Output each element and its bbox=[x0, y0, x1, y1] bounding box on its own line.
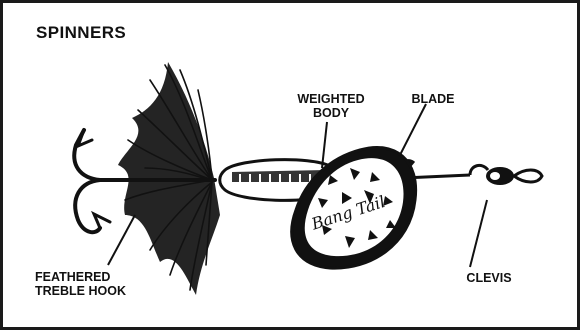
blade-leader bbox=[400, 104, 426, 155]
treble-hook-leader bbox=[108, 215, 135, 265]
swivel bbox=[470, 165, 542, 185]
weighted-body-leader bbox=[322, 122, 327, 168]
clevis-leader bbox=[470, 200, 487, 267]
